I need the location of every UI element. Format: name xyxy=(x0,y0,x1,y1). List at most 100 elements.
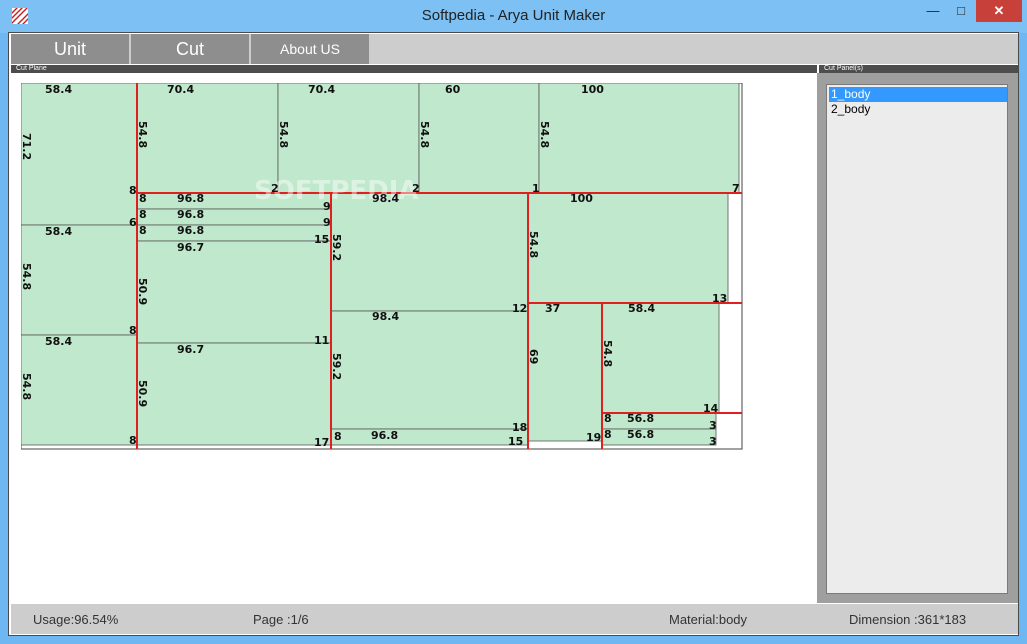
offset-label: 8 xyxy=(139,208,147,221)
offset-label: 13 xyxy=(712,292,727,305)
offset-label: 3 xyxy=(709,419,717,432)
dim-label: 54.8 xyxy=(601,340,614,367)
list-item[interactable]: 2_body xyxy=(831,102,871,116)
dim-label: 96.7 xyxy=(177,343,204,356)
offset-label: 3 xyxy=(709,435,717,448)
offset-label: 18 xyxy=(512,421,527,434)
vertical-labels: 71.2 54.8 54.8 54.8 54.8 54.8 54.8 50.9 … xyxy=(21,121,614,407)
dim-label: 58.4 xyxy=(45,335,72,348)
cut-panels-list[interactable]: 1_body 2_body xyxy=(826,84,1008,594)
piece xyxy=(418,83,540,194)
offset-label: 8 xyxy=(139,192,147,205)
piece xyxy=(527,192,729,304)
cut-lines xyxy=(136,83,742,449)
offset-label: 2 xyxy=(271,182,279,195)
offset-label: 8 xyxy=(604,428,612,441)
piece xyxy=(136,224,332,242)
dim-label: 96.8 xyxy=(177,208,204,221)
piece xyxy=(21,83,138,226)
title-bar: Softpedia - Arya Unit Maker — □ ✕ xyxy=(0,0,1027,33)
offset-label: 7 xyxy=(732,182,740,195)
offset-label: 1 xyxy=(532,182,540,195)
piece xyxy=(136,240,332,344)
usage-status: Usage:96.54% xyxy=(33,612,119,627)
dim-label: 58.4 xyxy=(45,83,72,96)
dim-label: 69 xyxy=(527,349,540,364)
striped-logo-icon xyxy=(12,8,28,24)
offset-label: 8 xyxy=(129,434,137,447)
dim-label: 71.2 xyxy=(21,133,33,160)
offset-label: 17 xyxy=(314,436,329,449)
dim-label: 96.8 xyxy=(371,429,398,442)
piece xyxy=(538,83,740,194)
window-title: Softpedia - Arya Unit Maker xyxy=(421,7,606,24)
piece xyxy=(136,342,332,446)
cut-plane-header: Cut Plane xyxy=(11,65,817,73)
piece xyxy=(601,428,717,446)
close-button[interactable]: ✕ xyxy=(976,0,1022,22)
page-status: Page :1/6 xyxy=(253,612,309,627)
dim-label: 54.8 xyxy=(136,121,149,148)
offset-label: 8 xyxy=(139,224,147,237)
piece xyxy=(21,334,138,446)
list-item[interactable]: 1_body xyxy=(829,87,1007,102)
menu-bar: Unit Cut About US xyxy=(11,34,1018,64)
dim-label: 50.9 xyxy=(136,278,149,305)
piece xyxy=(330,428,529,446)
offset-label: 11 xyxy=(314,334,329,347)
horizontal-labels: 58.4 70.4 70.4 60 100 98.4 100 96.8 96.8… xyxy=(45,83,655,442)
softpedia-watermark: SOFTPEDIA xyxy=(254,176,419,206)
maximize-button[interactable]: □ xyxy=(957,3,965,18)
minimize-button[interactable]: — xyxy=(926,3,940,18)
dim-label: 54.8 xyxy=(21,373,33,400)
offset-label: 9 xyxy=(323,200,331,213)
piece xyxy=(601,302,720,414)
material-status: Material:body xyxy=(669,612,748,627)
dim-label: 56.8 xyxy=(627,428,654,441)
status-bar: Usage:96.54% Page :1/6 Material:body Dim… xyxy=(11,604,1018,634)
dim-label: 70.4 xyxy=(308,83,335,96)
dimension-status: Dimension :361*183 xyxy=(849,612,967,627)
offset-label: 15 xyxy=(314,233,329,246)
dim-label: 56.8 xyxy=(627,412,654,425)
dim-label: 96.8 xyxy=(177,192,204,205)
dim-label: 70.4 xyxy=(167,83,194,96)
offset-label: 8 xyxy=(129,184,137,197)
dim-label: 98.4 xyxy=(372,192,399,205)
cut-panels-pane: 1_body 2_body xyxy=(817,73,1018,603)
dim-label: 58.4 xyxy=(628,302,655,315)
menu-cut[interactable]: Cut xyxy=(131,34,251,64)
app-client-area: Unit Cut About US Cut Plane Cut Panel(s) xyxy=(8,32,1019,636)
dim-label: 59.2 xyxy=(330,234,343,261)
offset-label: 8 xyxy=(129,324,137,337)
offset-label: 6 xyxy=(129,216,137,229)
piece xyxy=(21,224,138,336)
dim-label: 54.8 xyxy=(277,121,290,148)
dim-label: 59.2 xyxy=(330,353,343,380)
piece xyxy=(330,192,529,312)
piece xyxy=(136,208,332,226)
dim-label: 58.4 xyxy=(45,225,72,238)
dim-label: 37 xyxy=(545,302,560,315)
dim-label: 60 xyxy=(445,83,461,96)
menu-about-us[interactable]: About US xyxy=(251,34,371,64)
dim-label: 54.8 xyxy=(418,121,431,148)
menu-unit[interactable]: Unit xyxy=(11,34,131,64)
offset-label: 2 xyxy=(412,182,420,195)
offset-label: 8 xyxy=(604,412,612,425)
cut-panels-header: Cut Panel(s) xyxy=(819,65,1018,73)
offset-label: 15 xyxy=(508,435,523,448)
pieces xyxy=(21,83,740,446)
dim-label: 96.7 xyxy=(177,241,204,254)
dim-label: 100 xyxy=(581,83,604,96)
piece xyxy=(527,302,603,442)
piece xyxy=(601,412,717,430)
piece xyxy=(330,310,529,430)
offset-label: 12 xyxy=(512,302,527,315)
dim-label: 54.8 xyxy=(538,121,551,148)
offset-label: 14 xyxy=(703,402,719,415)
dim-label: 50.9 xyxy=(136,380,149,407)
offset-label: 8 xyxy=(334,430,342,443)
cut-plane-canvas[interactable]: SOFTPEDIA 58.4 70.4 70.4 60 100 98.4 100… xyxy=(21,83,743,450)
offset-label: 9 xyxy=(323,216,331,229)
